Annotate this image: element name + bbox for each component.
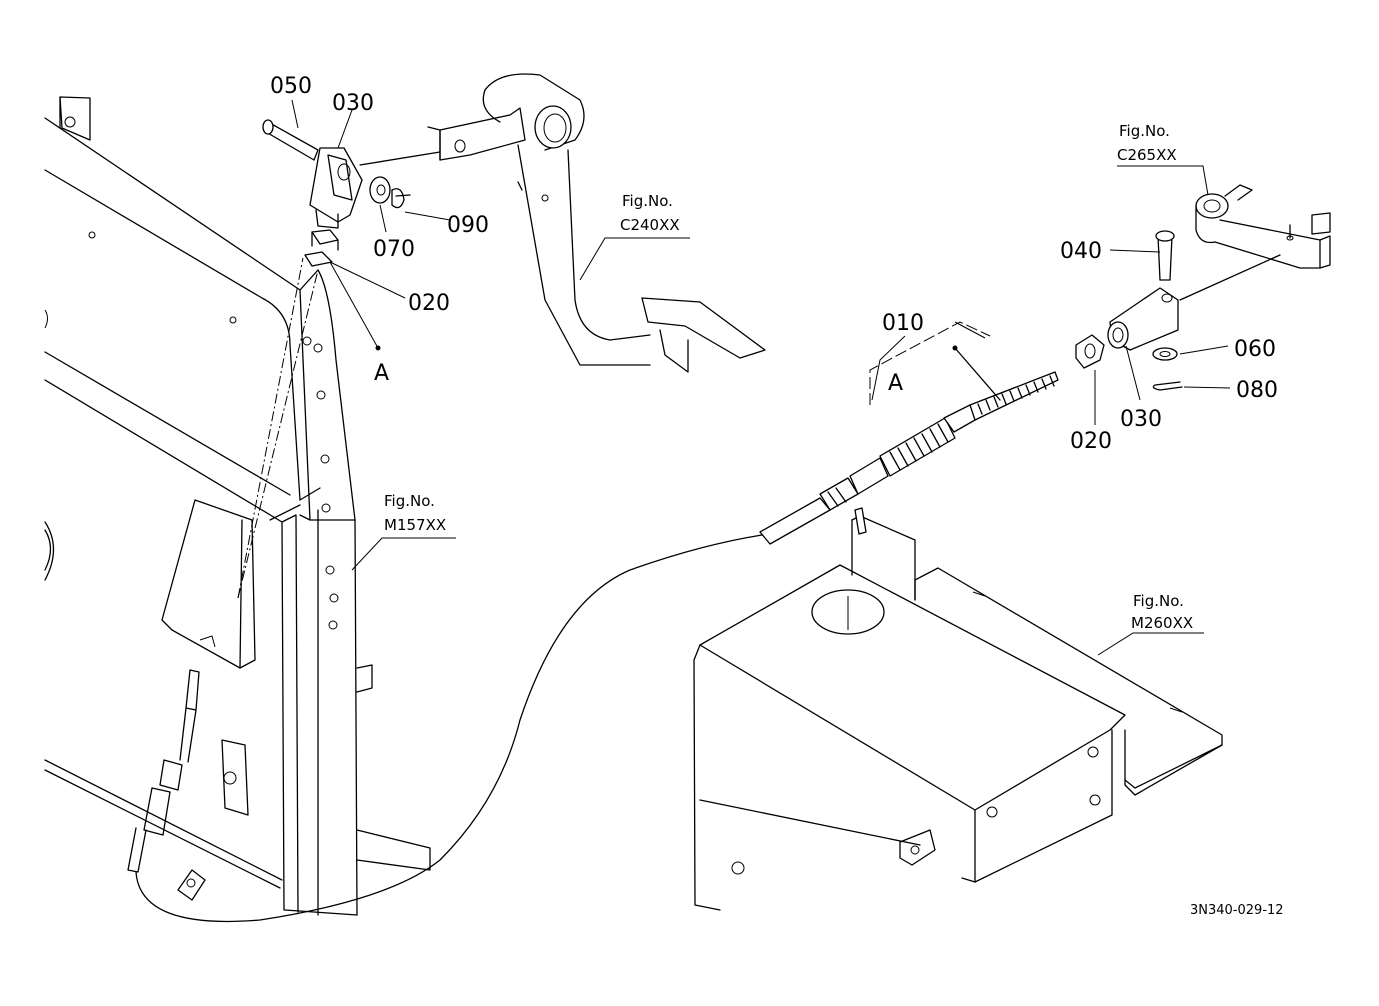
part-label-030-top: 030 <box>332 91 374 116</box>
part-label-020-right: 020 <box>1070 429 1112 454</box>
drawing-code: 3N340-029-12 <box>1190 903 1284 918</box>
mounting-bracket <box>693 507 1223 911</box>
view-markers: A A <box>374 321 991 405</box>
fig-ref-c265-line1: Fig.No. <box>1119 122 1170 140</box>
fig-reference-c240: Fig.No. C240XX <box>620 192 680 234</box>
clevis-assembly-top <box>262 119 441 267</box>
fig-ref-m260-line2: M260XX <box>1131 614 1193 632</box>
fig-ref-m260-line1: Fig.No. <box>1133 592 1184 610</box>
part-label-050: 050 <box>270 74 312 99</box>
part-label-040: 040 <box>1060 239 1102 264</box>
clevis-assembly-right <box>1075 230 1281 391</box>
frame-post <box>284 269 431 916</box>
fig-ref-m157-line2: M157XX <box>384 516 446 534</box>
fig-ref-c240-line2: C240XX <box>620 216 680 234</box>
leader-lines <box>291 99 1231 656</box>
fig-ref-c240-line1: Fig.No. <box>622 192 673 210</box>
part-label-090: 090 <box>447 213 489 238</box>
fig-ref-c265-line2: C265XX <box>1117 146 1177 164</box>
brake-pedal <box>427 73 766 373</box>
frame-panel <box>44 96 311 913</box>
part-labels: 050 030 070 090 020 040 010 060 080 020 … <box>270 74 1278 454</box>
control-cable <box>135 534 763 923</box>
part-label-060: 060 <box>1234 337 1276 362</box>
part-label-080: 080 <box>1236 378 1278 403</box>
part-label-070: 070 <box>373 237 415 262</box>
shift-arm <box>1195 184 1331 269</box>
view-a-top: A <box>374 361 389 386</box>
view-a-bracket <box>869 321 991 405</box>
cable-end-lower <box>127 257 319 873</box>
part-label-010: 010 <box>882 311 924 336</box>
fig-reference-m157: Fig.No. M157XX <box>384 492 446 534</box>
cable-clamp <box>161 499 256 901</box>
fig-ref-m157-line1: Fig.No. <box>384 492 435 510</box>
fig-reference-c265: Fig.No. C265XX <box>1117 122 1177 164</box>
fig-reference-m260: Fig.No. M260XX <box>1131 592 1193 632</box>
part-label-020-top: 020 <box>408 291 450 316</box>
part-label-030-right: 030 <box>1120 407 1162 432</box>
view-a-right: A <box>888 371 903 396</box>
cable-010 <box>759 345 1059 545</box>
